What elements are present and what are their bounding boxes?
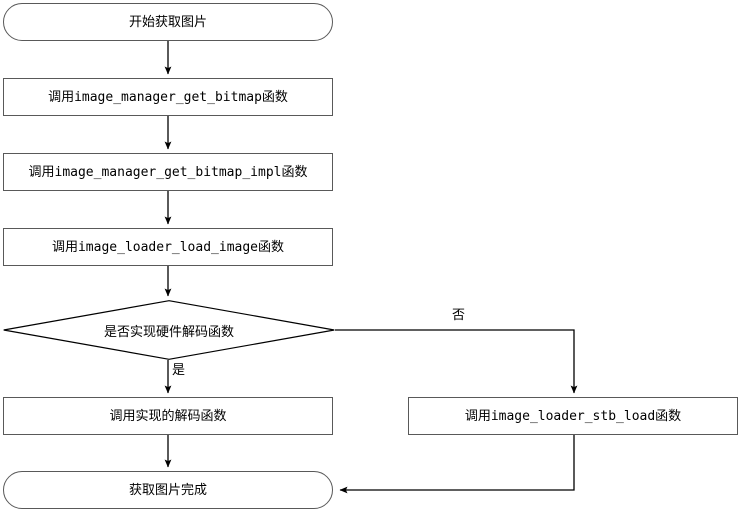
edge-label-no: 否 xyxy=(452,308,466,323)
node-decision-hardware-decode-label: 是否实现硬件解码函数 xyxy=(103,324,234,340)
node-call-image-manager-get-bitmap-impl[interactable]: 调用image_manager_get_bitmap_impl函数 xyxy=(3,153,333,191)
node-call-image-loader-stb-load[interactable]: 调用image_loader_stb_load函数 xyxy=(408,397,738,435)
node-call-image-loader-load-image-label: 调用image_loader_load_image函数 xyxy=(51,239,284,255)
edge-decision-no-to-stb-load xyxy=(335,329,578,394)
node-end[interactable]: 获取图片完成 xyxy=(3,471,333,509)
node-call-implemented-decode[interactable]: 调用实现的解码函数 xyxy=(3,397,333,435)
node-call-image-loader-load-image[interactable]: 调用image_loader_load_image函数 xyxy=(3,228,333,266)
node-end-label: 获取图片完成 xyxy=(128,482,207,498)
diamond-shape xyxy=(3,300,335,360)
node-call-image-manager-get-bitmap[interactable]: 调用image_manager_get_bitmap函数 xyxy=(3,78,333,116)
node-call-implemented-decode-label: 调用实现的解码函数 xyxy=(109,408,227,424)
edge-stb-load-to-end xyxy=(339,435,575,494)
node-call-image-loader-stb-load-label: 调用image_loader_stb_load函数 xyxy=(464,408,682,424)
node-call-image-manager-get-bitmap-impl-label: 调用image_manager_get_bitmap_impl函数 xyxy=(28,164,308,180)
node-decision-hardware-decode[interactable]: 是否实现硬件解码函数 xyxy=(3,300,335,360)
node-start-label: 开始获取图片 xyxy=(128,14,207,30)
node-call-image-manager-get-bitmap-label: 调用image_manager_get_bitmap函数 xyxy=(48,89,288,105)
edge-label-yes: 是 xyxy=(172,363,186,378)
node-start[interactable]: 开始获取图片 xyxy=(3,3,333,41)
